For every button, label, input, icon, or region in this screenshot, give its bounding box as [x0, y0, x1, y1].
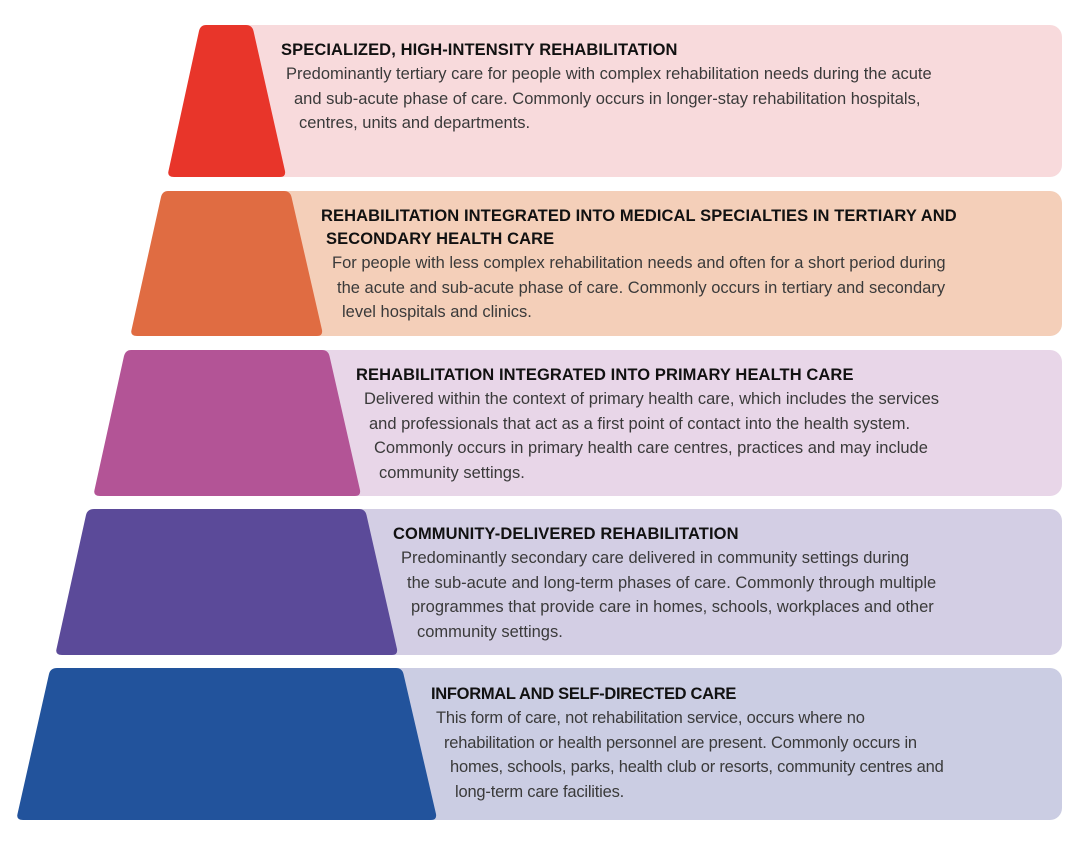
- tier-description-line: the sub-acute and long-term phases of ca…: [407, 573, 937, 592]
- tier-description-line: rehabilitation or health personnel are p…: [444, 733, 917, 752]
- tier-description-line: Predominantly tertiary care for people w…: [286, 65, 932, 83]
- tier-panel: [200, 25, 1062, 177]
- tier-description-line: community settings.: [417, 622, 563, 641]
- tier-description-line: level hospitals and clinics.: [342, 303, 532, 321]
- tier-title: SECONDARY HEALTH CARE: [326, 230, 555, 248]
- tier-description-line: community settings.: [379, 463, 525, 482]
- tier-description-line: the acute and sub-acute phase of care. C…: [337, 278, 946, 297]
- tier-description-line: homes, schools, parks, health club or re…: [450, 758, 944, 776]
- tier-description-line: Predominantly secondary care delivered i…: [401, 549, 910, 567]
- tier-title: INFORMAL AND SELF-DIRECTED CARE: [431, 685, 737, 703]
- tier-title: COMMUNITY-DELIVERED REHABILITATION: [393, 525, 739, 543]
- tier-description-line: programmes that provide care in homes, s…: [411, 598, 934, 616]
- tier-description-line: and sub-acute phase of care. Commonly oc…: [294, 89, 921, 108]
- tier-title: SPECIALIZED, HIGH-INTENSITY REHABILITATI…: [281, 41, 678, 59]
- tier-description-line: For people with less complex rehabilitat…: [332, 254, 946, 272]
- tier-description-line: This form of care, not rehabilitation se…: [436, 709, 865, 727]
- tier-description-line: Commonly occurs in primary health care c…: [374, 439, 928, 457]
- tier-title: REHABILITATION INTEGRATED INTO MEDICAL S…: [321, 207, 957, 225]
- tier-description-line: centres, units and departments.: [299, 114, 531, 132]
- tier-description-line: Delivered within the context of primary …: [364, 390, 940, 408]
- tier-description-line: and professionals that act as a first po…: [369, 414, 911, 433]
- tier-title: REHABILITATION INTEGRATED INTO PRIMARY H…: [356, 366, 854, 384]
- tier-description-line: long-term care facilities.: [455, 782, 625, 801]
